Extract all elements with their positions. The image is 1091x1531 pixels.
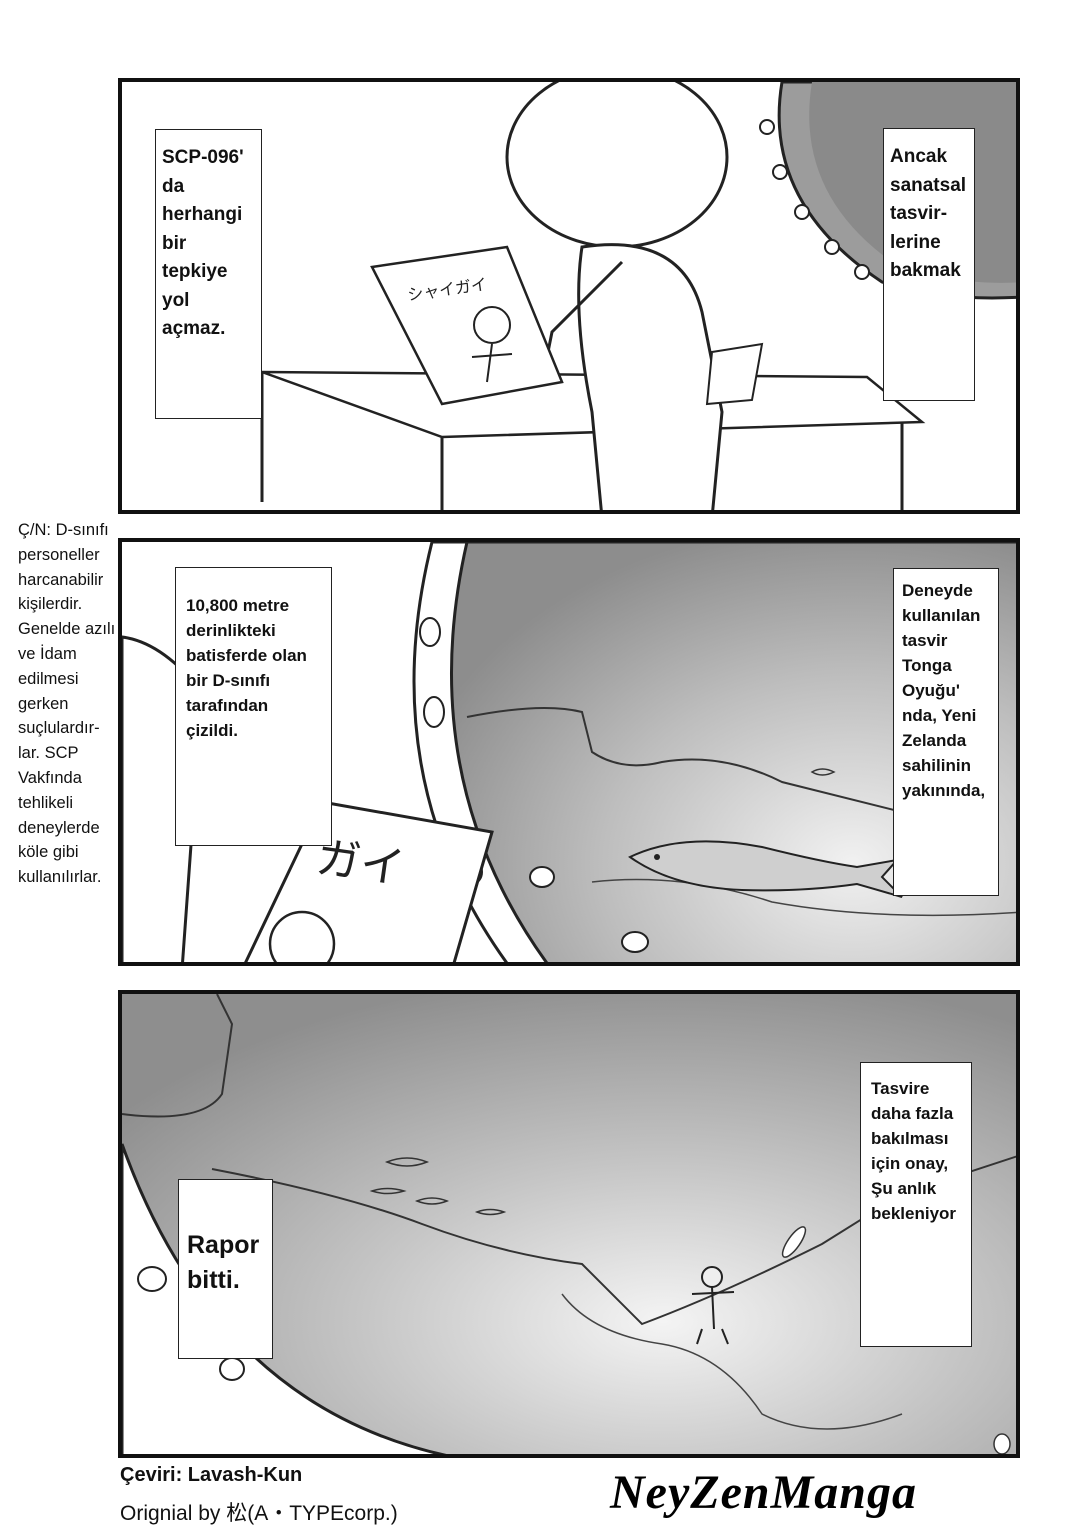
speech-bubble-right: Ancak sanatsal tasvir-lerine bakmak (883, 128, 975, 401)
translator-note: Ç/N: D-sınıfı personeller harcanabilir k… (18, 521, 116, 887)
panel-2: 10,800 metre derinlikteki batisferde ola… (118, 538, 1020, 966)
panel-2-artwork (122, 542, 1016, 962)
group-logo: NeyZenManga (610, 1466, 917, 1519)
speech-bubble-right: Deneyde kullanılan tasvir Tonga Oyuğu' n… (893, 568, 999, 896)
speech-bubble-left: Rapor bitti. (178, 1179, 273, 1359)
panel-1: SCP-096' da herhangi bir tepkiye yol açm… (118, 78, 1020, 514)
drawing-caption: ガイ (313, 833, 408, 894)
panel-3: Rapor bitti. Tasvire daha fazla bakılmas… (118, 990, 1020, 1458)
speech-bubble-right: Tasvire daha fazla bakılması için onay, … (860, 1062, 972, 1347)
speech-bubble-left: SCP-096' da herhangi bir tepkiye yol açm… (155, 129, 262, 419)
translation-credit: Çeviri: Lavash-Kun (120, 1464, 303, 1486)
original-author-credit: Orignial by 松(A・TYPEcorp.) (120, 1502, 398, 1525)
speech-bubble-left: 10,800 metre derinlikteki batisferde ola… (175, 567, 332, 846)
